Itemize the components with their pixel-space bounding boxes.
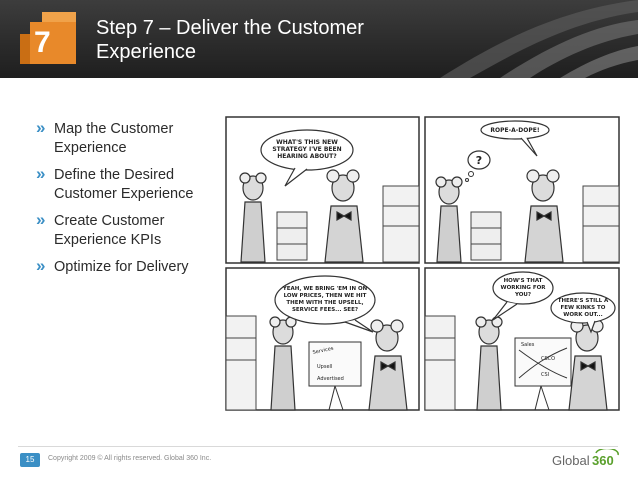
board-label: CSCO [541, 356, 555, 362]
copyright-text: Copyright 2009 © All rights reserved. Gl… [48, 455, 212, 462]
bullet-text: Define the Desired Customer Experience [54, 167, 194, 202]
footer-divider [18, 446, 618, 447]
bubble-line: STRATEGY I'VE BEEN [272, 146, 341, 153]
bullet-list: » Map the Customer Experience » Define t… [36, 118, 216, 285]
presentation-board: Services Upsell Advertised [308, 341, 362, 411]
bullet-item: » Map the Customer Experience [36, 118, 216, 158]
bubble-line: YEAH, WE BRING 'EM IN ON [282, 286, 368, 292]
bubble-line: THEM WITH THE UPSELL, [286, 300, 363, 306]
bubble-line: WHAT'S THIS NEW [276, 139, 338, 146]
bullet-text: Map the Customer Experience [54, 121, 174, 156]
slide-header: 7 Step 7 – Deliver the Customer Experien… [0, 0, 638, 78]
step-badge-graphic [20, 12, 76, 64]
bullet-item: » Create Customer Experience KPIs [36, 210, 216, 250]
bubble-line: SERVICE FEES... SEE? [292, 307, 358, 313]
bubble-line: LOW PRICES, THEN WE HIT [284, 293, 367, 299]
bubble-line: THERE'S STILL A [558, 298, 609, 304]
board-label: Services [312, 346, 334, 356]
bullet-item: » Define the Desired Customer Experience [36, 164, 216, 204]
mouse-character [269, 316, 297, 411]
mouse-character [475, 316, 503, 411]
thought-question-mark: ? [476, 154, 482, 167]
mouse-character [324, 169, 364, 263]
bullet-chevron-icon: » [36, 164, 46, 183]
logo-word: Global [552, 453, 590, 468]
bullet-item: » Optimize for Delivery [36, 256, 216, 277]
mouse-character [239, 172, 267, 263]
bubble-line: HEARING ABOUT? [277, 153, 337, 160]
bubble-line: FEW KINKS TO [561, 305, 606, 311]
mouse-character [368, 319, 408, 411]
slide-title: Step 7 – Deliver the Customer Experience [96, 17, 364, 63]
speech-bubble: YEAH, WE BRING 'EM IN ON LOW PRICES, THE… [274, 275, 376, 333]
board-label: Upsell [317, 364, 332, 370]
thought-bubble: ? [465, 150, 491, 182]
bullet-text: Create Customer Experience KPIs [54, 213, 165, 248]
global360-logo: Global 360 [552, 449, 619, 468]
bubble-line: HOW'S THAT [504, 278, 543, 284]
bullet-text: Optimize for Delivery [54, 259, 189, 275]
bullet-chevron-icon: » [36, 210, 46, 229]
page-number: 15 [20, 453, 40, 467]
board-label: Advertised [317, 376, 344, 382]
logo-swoosh-icon [595, 449, 619, 456]
speech-bubble: HOW'S THAT WORKING FOR YOU? [492, 271, 554, 321]
bullet-chevron-icon: » [36, 256, 46, 275]
speech-bubble: ROPE-A-DOPE! [480, 120, 550, 157]
header-swoosh-graphic [440, 0, 638, 78]
mouse-character [524, 169, 564, 263]
mouse-character [435, 176, 463, 263]
bubble-line: WORKING FOR [501, 285, 547, 291]
presentation-board: Sales CSCO CSI [514, 337, 572, 411]
bubble-line: WORK OUT... [563, 312, 602, 318]
comic-strip: WHAT'S THIS NEW STRATEGY I'VE BEEN HEARI… [225, 116, 620, 411]
board-label: CSI [541, 372, 549, 378]
step-number: 7 [34, 26, 51, 59]
logo-number: 360 [592, 453, 614, 468]
bullet-chevron-icon: » [36, 118, 46, 137]
bubble-line: ROPE-A-DOPE! [490, 127, 539, 134]
speech-bubble: WHAT'S THIS NEW STRATEGY I'VE BEEN HEARI… [260, 129, 354, 187]
speech-bubble: THERE'S STILL A FEW KINKS TO WORK OUT... [550, 292, 616, 334]
board-label: Sales [521, 342, 535, 348]
bubble-line: YOU? [514, 292, 531, 298]
